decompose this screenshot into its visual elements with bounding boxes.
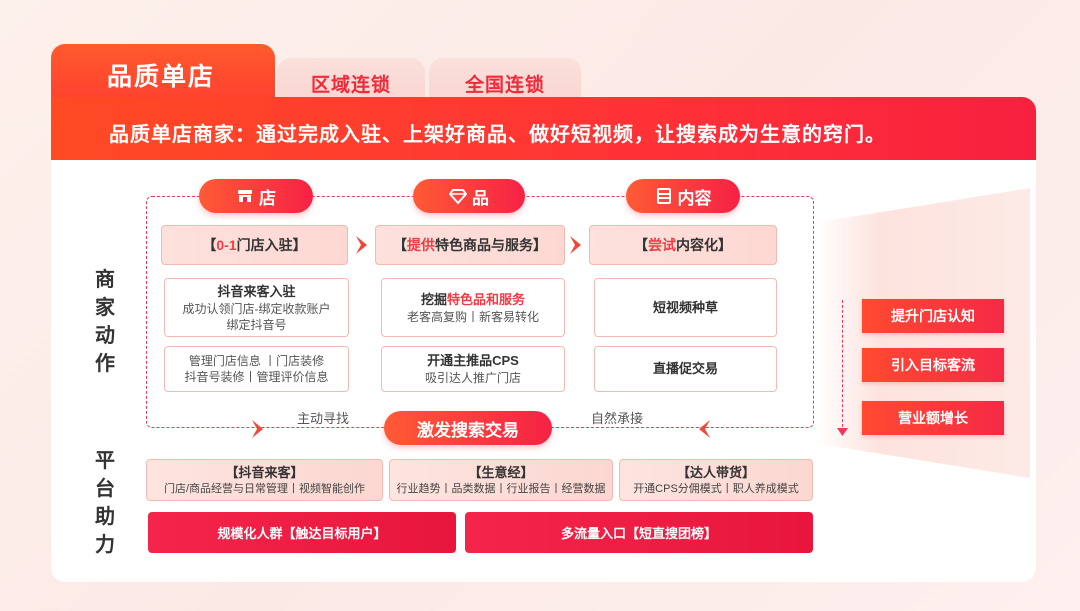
item-store-management: 管理门店信息 丨门店装修 抖音号装修丨管理评价信息 [164, 346, 349, 392]
step-content: 【尝试内容化】 [589, 225, 777, 265]
center-pill-search-trade: 激发搜索交易 [384, 411, 552, 445]
platform-talent-selling: 【达人带货】 开通CPS分佣模式丨职人养成模式 [619, 459, 813, 501]
store-icon [238, 190, 252, 202]
step-offer-products: 【提供特色商品与服务】 [375, 225, 565, 265]
arrow-down-icon [837, 428, 848, 436]
banner-headline: 品质单店商家：通过完成入驻、上架好商品、做好短视频，让搜索成为生意的窍门。 [51, 97, 1036, 161]
item-specialty-products: 挖掘特色品和服务 老客高复购丨新客易转化 [381, 278, 565, 337]
bar-scaled-audience: 规模化人群【触达目标用户】 [148, 512, 456, 553]
result-revenue-growth: 营业额增长 [862, 401, 1004, 435]
chevron-right-icon [356, 236, 367, 254]
result-store-awareness: 提升门店认知 [862, 299, 1004, 333]
item-cps-promotion: 开通主推品CPS 吸引达人推广门店 [381, 346, 565, 392]
item-livestream: 直播促交易 [594, 346, 777, 392]
pill-store: 店 [199, 179, 313, 213]
chevron-right-icon [252, 420, 263, 438]
section-title-merchant-actions: 商 家 动 作 [95, 269, 115, 375]
item-short-video: 短视频种草 [594, 278, 777, 337]
content-icon [656, 188, 671, 204]
chevron-left-icon [699, 420, 710, 438]
item-douyin-laike-onboarding: 抖音来客入驻 成功认领门店-绑定收款账户 绑定抖音号 [164, 278, 349, 337]
bar-multi-traffic-entry: 多流量入口【短直搜团榜】 [465, 512, 813, 553]
result-target-traffic: 引入目标客流 [862, 348, 1004, 382]
result-arrow-line [842, 300, 843, 432]
platform-douyin-laike: 【抖音来客】 门店/商品经营与日常管理丨视频智能创作 [146, 459, 383, 501]
chevron-right-icon [570, 236, 581, 254]
flow-label-active-search: 主动寻找 [297, 411, 350, 426]
pill-product: 品 [413, 179, 525, 213]
section-title-platform-support: 平 台 助 力 [95, 450, 115, 556]
pill-content: 内容 [626, 179, 740, 213]
flow-label-natural-intake: 自然承接 [591, 411, 644, 426]
platform-shengyijing: 【生意经】 行业趋势丨品类数据丨行业报告丨经营数据 [389, 459, 613, 501]
diamond-icon [449, 189, 467, 205]
